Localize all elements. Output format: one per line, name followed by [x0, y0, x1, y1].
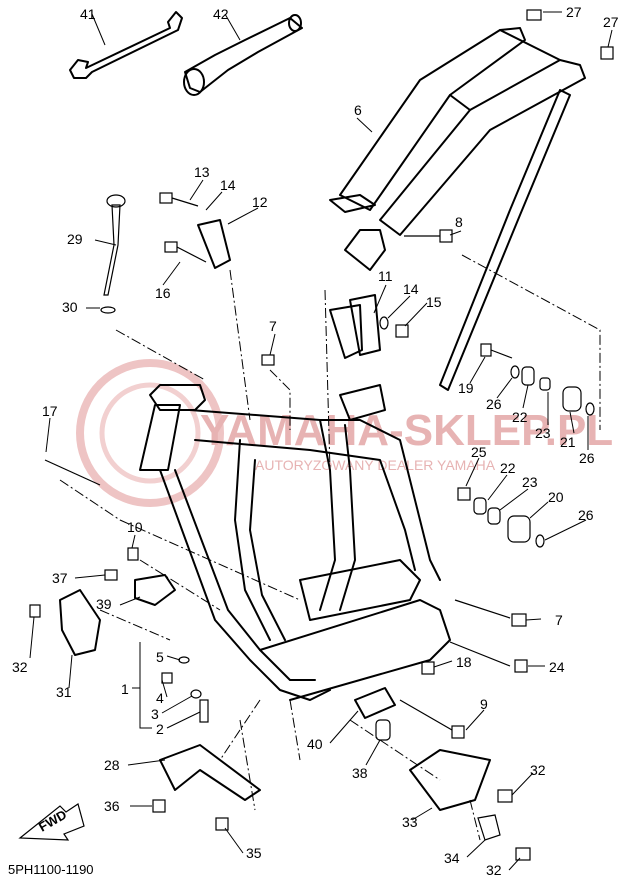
callout-13: 13 [194, 164, 210, 180]
callout-26-b: 26 [579, 450, 595, 466]
callout-28: 28 [104, 757, 120, 773]
callout-29: 29 [67, 231, 83, 247]
callout-26-a: 26 [486, 396, 502, 412]
callout-23-a: 23 [535, 425, 551, 441]
callout-30: 30 [62, 299, 78, 315]
callout-32-left: 32 [12, 659, 28, 675]
callout-5: 5 [156, 649, 164, 665]
callout-16: 16 [155, 285, 171, 301]
callout-2: 2 [156, 721, 164, 737]
drawing-code: 5PH1100-1190 [8, 862, 94, 877]
callout-20: 20 [548, 489, 564, 505]
callout-21: 21 [560, 434, 576, 450]
callout-35: 35 [246, 845, 262, 861]
callout-22-b: 22 [500, 460, 516, 476]
callout-12: 12 [252, 194, 268, 210]
callout-40: 40 [307, 736, 323, 752]
callout-3: 3 [151, 706, 159, 722]
callout-27-upper: 27 [566, 4, 582, 20]
assembly-lines [59, 254, 601, 841]
callout-42: 42 [213, 6, 229, 22]
callout-26-c: 26 [578, 507, 594, 523]
callout-8: 8 [455, 214, 463, 230]
main-frame [139, 294, 451, 701]
callout-25: 25 [471, 444, 487, 460]
callout-37: 37 [52, 570, 68, 586]
forward-direction-arrow: FWD [18, 803, 85, 841]
spanner-tool [69, 11, 183, 79]
callout-36: 36 [104, 798, 120, 814]
callout-32-bottom: 32 [486, 862, 502, 878]
callout-41: 41 [80, 6, 96, 22]
leader-lines [29, 11, 613, 871]
callout-1: 1 [121, 681, 129, 697]
callout-7-upper: 7 [269, 318, 277, 334]
callout-23-b: 23 [522, 474, 538, 490]
callout-14-mid: 14 [403, 281, 419, 297]
callout-numbers: 41 42 27 27 6 13 14 12 29 16 30 8 11 14 … [12, 4, 619, 878]
watermark-sub: AUTORYZOWANY DEALER YAMAHA [255, 457, 496, 473]
callout-24: 24 [549, 659, 565, 675]
callout-14-upper: 14 [220, 177, 236, 193]
callout-22-a: 22 [512, 409, 528, 425]
callout-19: 19 [458, 380, 474, 396]
callout-7-lower: 7 [555, 612, 563, 628]
box-wrench-tool [183, 14, 303, 96]
rear-frame [329, 27, 586, 391]
callout-34: 34 [444, 850, 460, 866]
callout-31: 31 [56, 684, 72, 700]
callout-18: 18 [456, 654, 472, 670]
callout-17: 17 [42, 403, 58, 419]
callout-9: 9 [480, 696, 488, 712]
callout-27-right: 27 [603, 14, 619, 30]
callout-10: 10 [127, 519, 143, 535]
callout-38: 38 [352, 765, 368, 781]
callout-39: 39 [96, 596, 112, 612]
callout-15: 15 [426, 294, 442, 310]
watermark-name: YAMAHA-SKLEP.PL [200, 406, 613, 455]
lower-parts [59, 219, 491, 811]
callout-32-mid: 32 [530, 762, 546, 778]
callout-4: 4 [156, 690, 164, 706]
callout-33: 33 [402, 814, 418, 830]
callout-6: 6 [354, 102, 362, 118]
callout-11: 11 [378, 268, 393, 284]
